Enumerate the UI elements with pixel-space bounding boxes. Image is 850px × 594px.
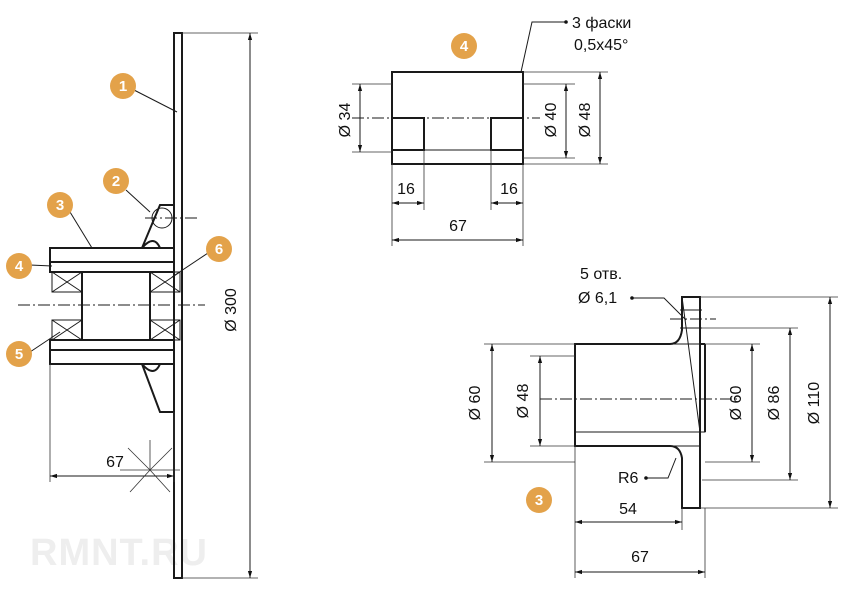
callout-part-4: 4 bbox=[451, 33, 477, 59]
svg-text:5: 5 bbox=[15, 346, 23, 363]
part3-dim-d86: Ø 86 bbox=[766, 386, 783, 421]
dim-assembly-diameter: Ø 300 bbox=[223, 288, 240, 332]
svg-text:1: 1 bbox=[119, 78, 127, 95]
bearings bbox=[51, 271, 181, 341]
part4-dim-d48: Ø 48 bbox=[577, 103, 594, 138]
bushing-part-4 bbox=[49, 261, 175, 351]
screw-part-2 bbox=[145, 207, 198, 229]
callout-part-3: 3 bbox=[526, 487, 552, 513]
callout-4: 4 bbox=[6, 253, 32, 279]
svg-text:2: 2 bbox=[112, 173, 120, 190]
part4-dim-length: 67 bbox=[449, 218, 467, 235]
svg-text:3: 3 bbox=[535, 492, 543, 509]
part-3-view: 3 5 отв. Ø 6,1 R6 Ø 60 Ø 48 bbox=[467, 266, 838, 578]
part3-dim-d48: Ø 48 bbox=[515, 384, 532, 419]
part3-dim-67: 67 bbox=[631, 549, 649, 566]
part3-dim-d60-right: Ø 60 bbox=[728, 386, 745, 421]
part3-holes-count: 5 отв. bbox=[580, 266, 622, 283]
part-4-view: 4 3 фаски 0,5x45° Ø 34 Ø 40 Ø 48 16 16 bbox=[337, 15, 631, 246]
callout-2: 2 bbox=[103, 168, 129, 194]
part4-dim-right: 16 bbox=[500, 181, 518, 198]
part4-note-angle: 0,5x45° bbox=[574, 37, 628, 54]
part3-holes-diameter: Ø 6,1 bbox=[578, 290, 617, 307]
watermark-text: RMNT.RU bbox=[30, 532, 208, 574]
flange-part-3 bbox=[49, 204, 175, 413]
part4-dim-d40: Ø 40 bbox=[543, 103, 560, 138]
assembly-view: Ø 300 67 1 2 3 4 5 6 bbox=[6, 32, 258, 579]
part4-note-chamfers: 3 фаски bbox=[572, 15, 631, 32]
dim-assembly-length: 67 bbox=[106, 454, 124, 471]
watermark: RMNT.RU bbox=[30, 440, 208, 574]
part3-dim-54: 54 bbox=[619, 501, 637, 518]
part3-dim-d110: Ø 110 bbox=[806, 382, 823, 425]
callout-3: 3 bbox=[47, 192, 73, 218]
part4-dim-d34: Ø 34 bbox=[337, 103, 354, 138]
svg-text:4: 4 bbox=[15, 258, 24, 275]
callout-6: 6 bbox=[206, 236, 232, 262]
svg-text:3: 3 bbox=[56, 197, 64, 214]
callout-1: 1 bbox=[110, 73, 136, 99]
part3-dim-d60-left: Ø 60 bbox=[467, 386, 484, 421]
callout-5: 5 bbox=[6, 341, 32, 367]
svg-text:6: 6 bbox=[215, 241, 223, 258]
part3-radius: R6 bbox=[618, 470, 639, 487]
part4-dim-left: 16 bbox=[397, 181, 415, 198]
svg-text:4: 4 bbox=[460, 38, 469, 55]
